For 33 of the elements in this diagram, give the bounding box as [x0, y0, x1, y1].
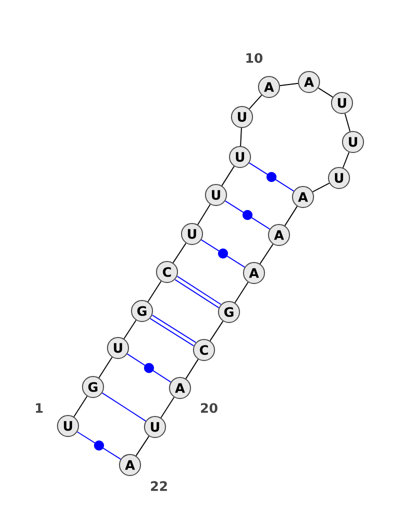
backbone-line — [197, 204, 211, 226]
backbone-line — [240, 128, 242, 147]
position-number: 20 — [201, 403, 218, 413]
backbone-line — [234, 282, 249, 304]
base-pair-line — [102, 392, 146, 422]
base-pair-line — [248, 162, 294, 192]
backbone-line — [318, 87, 334, 98]
position-number: 1 — [36, 403, 43, 413]
backbone-line — [136, 436, 150, 456]
backbone-line — [279, 82, 299, 86]
base-pair-line — [200, 239, 246, 268]
backbone-line — [248, 94, 262, 110]
backbone-line — [185, 358, 199, 380]
backbone-line — [260, 244, 274, 264]
backbone-line — [73, 396, 88, 418]
position-number: 22 — [151, 481, 167, 491]
backbone-line — [147, 280, 162, 302]
base-pair-line — [126, 353, 172, 383]
base-pair-line — [150, 314, 196, 346]
backbone-line — [160, 396, 175, 418]
backbone-line — [342, 152, 350, 168]
position-number: 10 — [246, 53, 262, 63]
backbone-line — [312, 182, 330, 192]
backbone-line — [172, 242, 186, 264]
backbone-line — [221, 166, 235, 186]
base-pair-line — [76, 431, 122, 460]
base-pair-line — [174, 276, 222, 308]
backbone-line — [210, 320, 224, 342]
backbone-line — [123, 320, 137, 340]
backbone-line — [98, 356, 113, 378]
backbone-line — [344, 113, 351, 132]
backbone-line — [284, 206, 298, 226]
base-pair-line — [224, 200, 270, 230]
